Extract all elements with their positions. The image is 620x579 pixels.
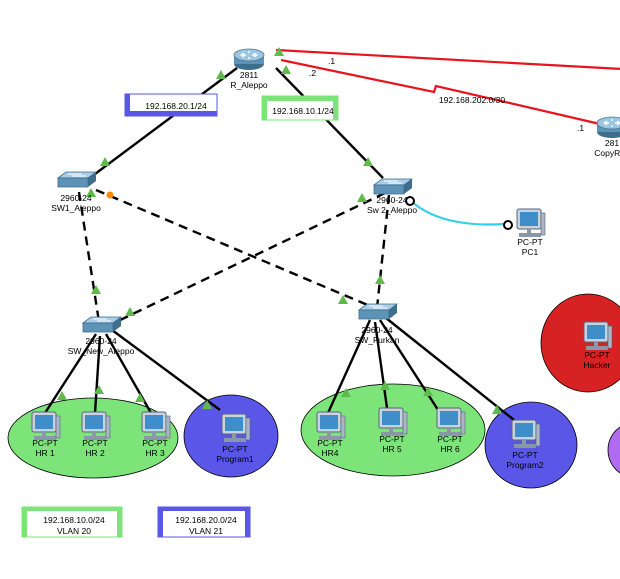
- link-up-indicator-3: [281, 65, 291, 74]
- device-router_copy-model: 281: [605, 138, 619, 148]
- link-swfurkan-hr5[interactable]: [373, 321, 389, 409]
- link-router-sw2[interactable]: [275, 67, 384, 179]
- link-router-sw1[interactable]: [90, 67, 238, 178]
- wan-network-label: 192.168.202.0/30: [439, 95, 505, 105]
- device-hr1-model: PC-PT: [32, 438, 58, 448]
- device-hr3-name: HR 3: [145, 448, 165, 458]
- device-hr5-model: PC-PT: [379, 434, 405, 444]
- note-vlan21-name: VLAN 21: [189, 526, 223, 536]
- wan-link-isp[interactable]: [275, 48, 620, 71]
- device-hr4-model: PC-PT: [317, 438, 343, 448]
- wan-link-copyrouter[interactable]: [280, 58, 601, 126]
- device-sw2-name: Sw 2_Aleppo: [367, 205, 417, 215]
- link-label-dot1-copy: .1: [577, 123, 584, 133]
- link-swnew-hr2[interactable]: [93, 335, 102, 414]
- link-sw1-swnew[interactable]: [77, 191, 101, 323]
- device-program1-model: PC-PT: [222, 444, 248, 454]
- link-swfurkan-hr4[interactable]: [326, 319, 372, 414]
- device-router_copy-name: CopyRou: [594, 148, 620, 158]
- device-sw_furkan-model: 2960-24: [361, 325, 392, 335]
- note-gw-vlan20[interactable]: 192.168.10.1/24: [261, 95, 339, 121]
- note-vlan20-name: VLAN 20: [57, 526, 91, 536]
- vlan21-group-program1: [183, 394, 279, 478]
- link-pending-indicator: [106, 191, 114, 199]
- console-port-pc1: [503, 220, 513, 230]
- switch-icon: [373, 178, 413, 195]
- device-sw1-model: 2960-24: [60, 193, 91, 203]
- link-label-dot2: .2: [309, 68, 316, 78]
- device-hr6-model: PC-PT: [437, 434, 463, 444]
- device-program2-name: Program2: [506, 460, 544, 470]
- device-hr2-name: HR 2: [85, 448, 105, 458]
- device-sw_furkan-name: SW_Furkan: [355, 335, 400, 345]
- router-icon: [596, 116, 620, 139]
- link-swnew-hr1[interactable]: [43, 333, 98, 414]
- pc-icon: [516, 208, 546, 238]
- router-icon: [233, 48, 265, 71]
- device-router_copy[interactable]: 281CopyRou: [594, 116, 620, 158]
- link-sw1-swfurkan[interactable]: [95, 188, 371, 308]
- console-port-sw2: [405, 196, 415, 206]
- device-hr2-model: PC-PT: [82, 438, 108, 448]
- link-up-indicator-7: [357, 193, 367, 202]
- note-vlan21[interactable]: 192.168.20.0/24 VLAN 21: [157, 506, 251, 538]
- device-sw_new-name: SW_New_Aleppo: [68, 346, 135, 356]
- device-router_main-model: 2811: [240, 70, 259, 80]
- device-sw2-model: 2960-24: [376, 195, 407, 205]
- device-pc1-name: PC1: [522, 247, 539, 257]
- note-vlan20-net: 192.168.10.0/24: [43, 515, 105, 525]
- device-hr5-name: HR 5: [382, 444, 402, 454]
- device-hacker-name: Hacker: [584, 360, 611, 370]
- device-hr6-name: HR 6: [440, 444, 460, 454]
- hacker-group: [540, 293, 620, 393]
- link-sw2-swnew[interactable]: [115, 191, 386, 324]
- device-program1-name: Program1: [216, 454, 254, 464]
- link-swfurkan-hr6[interactable]: [378, 319, 442, 414]
- device-pc1-model: PC-PT: [517, 237, 543, 247]
- purple-group-edge: [607, 426, 620, 474]
- switch-icon: [82, 316, 122, 333]
- device-hr4-name: HR4: [321, 448, 338, 458]
- device-hr1-name: HR 1: [35, 448, 55, 458]
- note-vlan21-net: 192.168.20.0/24: [175, 515, 237, 525]
- note-vlan20[interactable]: 192.168.10.0/24 VLAN 20: [21, 506, 123, 538]
- note-gw-vlan20-text: 192.168.10.1/24: [272, 106, 334, 116]
- link-up-indicator-1: [216, 70, 226, 79]
- link-up-indicator-2: [274, 47, 284, 56]
- switch-icon: [57, 171, 97, 188]
- link-label-dot1-top: .1: [328, 56, 335, 66]
- switch-icon: [358, 303, 398, 320]
- link-up-indicator-4: [100, 157, 110, 166]
- note-gw-vlan21-text: 192.168.20.1/24: [145, 101, 207, 111]
- device-router_main-name: R_Aleppo: [230, 80, 268, 90]
- device-sw1-name: SW1_Aleppo: [51, 203, 101, 213]
- note-gw-vlan21[interactable]: 192.168.20.1/24: [124, 93, 218, 117]
- link-swnew-program1[interactable]: [111, 329, 221, 411]
- device-program2-model: PC-PT: [512, 450, 538, 460]
- device-hr3-model: PC-PT: [142, 438, 168, 448]
- link-sw2-swfurkan[interactable]: [375, 194, 391, 309]
- link-up-indicator-9: [125, 307, 135, 316]
- device-hacker-model: PC-PT: [584, 350, 610, 360]
- device-sw_new-model: 2960-24: [85, 336, 116, 346]
- console-link-pc1[interactable]: [409, 199, 506, 226]
- link-swfurkan-program2[interactable]: [385, 317, 515, 421]
- link-up-indicator-11: [375, 275, 385, 284]
